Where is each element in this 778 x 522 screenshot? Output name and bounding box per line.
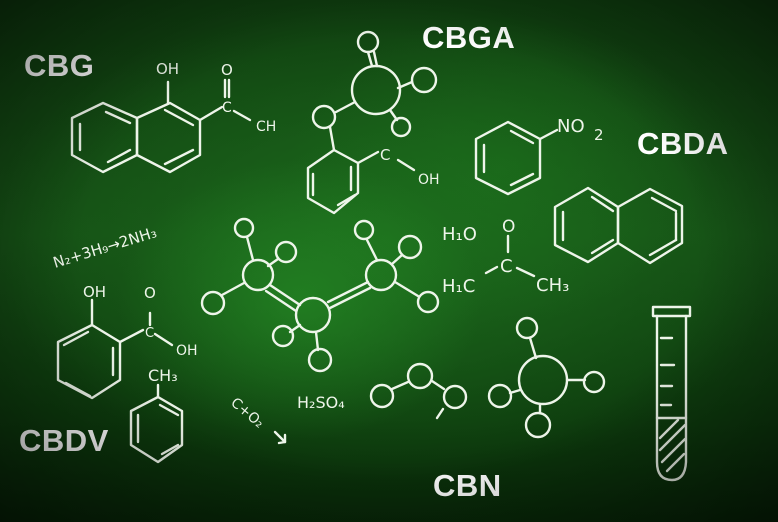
cbg-oh-text: OH: [156, 60, 179, 78]
cbga-oh-text: OH: [418, 172, 440, 188]
cbg-molecule: OH O C CH: [70, 60, 276, 174]
cbn-label: CBN: [433, 468, 502, 503]
bent-molecule: [369, 362, 468, 420]
cbg-label: CBG: [24, 48, 95, 83]
cbda-molecule: [553, 186, 684, 265]
nitrobenzene: NO 2: [474, 116, 604, 196]
cbga-molecule: C OH: [306, 30, 440, 215]
acetone: H₁O O C H₁C CH₃: [442, 217, 569, 297]
h2o-text: H₁O: [442, 224, 477, 245]
acetone-left-text: H₁C: [442, 276, 475, 297]
ammonia-equation-text: N₂+3H₉→2NH₃: [51, 223, 159, 272]
cbdv-oh-text: OH: [83, 283, 106, 301]
cbdv-o-text: O: [144, 284, 156, 302]
cbdv-label: CBDV: [19, 423, 109, 458]
cbdv-ch3-text: CH₃: [148, 366, 178, 385]
nitro-text: NO: [557, 116, 585, 137]
cbg-o-text: O: [221, 61, 233, 79]
nitro-sub-text: 2: [594, 126, 604, 144]
cbg-c-text: C: [222, 100, 232, 116]
cbda-label: CBDA: [637, 126, 729, 161]
central-ball-stick-molecule: [200, 217, 440, 373]
sulfuric-acid-text: H₂SO₄: [297, 393, 345, 412]
combustion-text: C+O₂: [227, 395, 267, 432]
cbg-ch-text: CH: [256, 119, 276, 135]
acetone-c-text: C: [500, 256, 513, 277]
test-tube-icon: [651, 305, 692, 482]
cbdv-oh2-text: OH: [176, 343, 198, 359]
acetone-right-text: CH₃: [536, 275, 569, 296]
cbga-label: CBGA: [422, 20, 516, 55]
acetone-o-text: O: [502, 217, 515, 237]
tetrahedral-molecule: [487, 316, 606, 439]
cbdv-c-text: C: [145, 326, 154, 341]
cbga-c-text: C: [380, 146, 390, 164]
arrow-icon: [273, 430, 287, 444]
